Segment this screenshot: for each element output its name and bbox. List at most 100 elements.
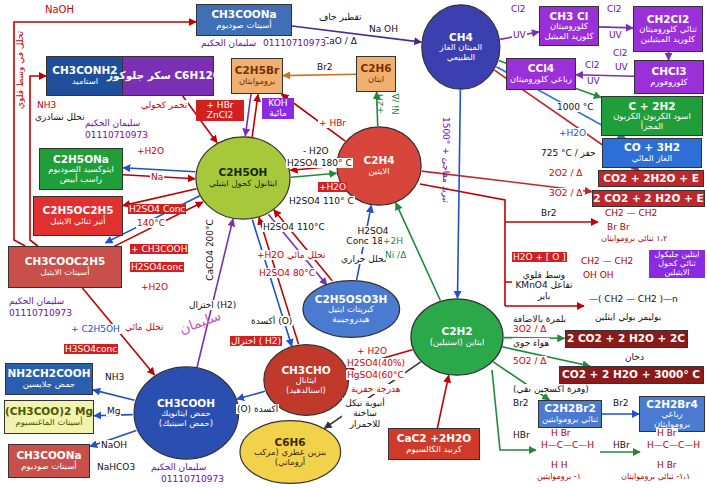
- condition-label: NH3: [36, 100, 57, 110]
- compound-circle: CH4الميثان الغاز الطبيعي: [421, 4, 501, 90]
- compound-box: 2 CO2 + 2 H2O + 2C: [565, 330, 688, 348]
- formula: C2H5OSO3H: [315, 294, 388, 306]
- compound-box: CHCl3كلوروفورم: [634, 60, 704, 94]
- condition-label: هواء جوي: [512, 338, 550, 348]
- text-group: C2H5OHايثانول كحول ايثيلي: [209, 167, 277, 188]
- reaction-arrow: [245, 94, 251, 136]
- circle-shape: [240, 421, 341, 484]
- condition-label: Br2: [512, 398, 530, 408]
- condition-label: تحلل نشادري: [34, 112, 86, 122]
- compound-name: كلوروميثان كلوريد الميثيل: [543, 22, 595, 41]
- condition-label: دخان: [624, 352, 645, 362]
- condition-label: 1500° + تبريد مفاجئ: [441, 116, 451, 204]
- formula: CH3COOC2H5: [25, 256, 105, 268]
- compound-name: حمض ايثانويك (حمض اسيتيك): [148, 409, 224, 428]
- text-group: C2H5Brبروموايثان: [235, 65, 279, 86]
- condition-label: ايثلين جليكول ثنائي كحول الايثيلين: [649, 250, 705, 278]
- condition-label: Br2: [316, 62, 334, 72]
- condition-label: +H2O: [318, 182, 347, 192]
- formula: CH4: [449, 32, 473, 44]
- compound-name: ثنائي كلوروميثان كلوريد الميثيلين: [637, 25, 699, 44]
- text-group: CO2 + 2 H2O + 3000° C: [563, 369, 699, 381]
- text-group: CH3COOHحمض ايثانويك (حمض اسيتيك): [148, 398, 224, 429]
- condition-label: Na OH: [368, 24, 399, 34]
- condition-label: Mg: [106, 406, 121, 416]
- condition-label: H Br: [656, 460, 678, 470]
- reaction-arrow: [668, 52, 670, 60]
- compound-circle: C2H5OSO3Hكبريتات ايثيل هيدروجينية: [302, 280, 401, 338]
- formula: CH3 Cl: [550, 11, 589, 23]
- condition-label: NaHCO3: [96, 462, 136, 472]
- condition-label: CH2 — CH2: [604, 208, 658, 218]
- condition-label: —( CH2 — CH2 )—n: [588, 294, 679, 304]
- condition-label: + C2H5OH: [70, 324, 121, 334]
- reaction-arrow: [252, 220, 291, 347]
- trunk-line: [420, 184, 505, 306]
- condition-label: + H2O: [356, 346, 388, 356]
- condition-label: H3SO4conc: [64, 344, 118, 354]
- compound-name: كلوروفورم: [650, 78, 687, 88]
- condition-label: Cl2: [584, 60, 601, 70]
- reaction-arrow: [291, 173, 337, 177]
- text-group: C2H2Br2ثنائي بروموايثين: [542, 403, 598, 424]
- condition-label: 01110710973: [8, 308, 73, 318]
- compound-name: كبريتات ايثيل هيدروجينية: [317, 305, 385, 324]
- compound-box: CH3 Clكلوروميثان كلوريد الميثيل: [539, 6, 599, 46]
- compound-name: أسيتات صوديوم: [216, 21, 271, 31]
- compound-name: أسيتات صوديوم: [21, 462, 76, 472]
- condition-label: Ni /Δ: [384, 250, 407, 260]
- text-group: CH3CHOايثانال (استالدهيد): [275, 365, 336, 396]
- compound-name: ثنائي بروموايثين: [542, 415, 598, 425]
- compound-name: الميثان الغاز الطبيعي: [433, 43, 489, 62]
- condition-label: H—C—C—H: [540, 440, 595, 450]
- condition-label: +H2O: [558, 128, 587, 138]
- condition-label: H2SO4conc: [130, 262, 184, 272]
- reaction-arrow: [602, 413, 639, 415]
- condition-label: +H2O: [140, 282, 169, 292]
- formula: CHCl3: [651, 66, 686, 78]
- condition-label: Cl2: [606, 4, 623, 14]
- condition-label: +H2O تحلل مائي: [256, 250, 327, 260]
- condition-label: HgSO4(60°C: [346, 370, 405, 380]
- compound-name: اسود الكربون الكربون المجزأ: [605, 112, 699, 131]
- formula: (CH3COO)2 Mg: [5, 406, 93, 418]
- compound-box: C2H6ايثان: [356, 56, 396, 92]
- compound-name: أسيتات الماغنسيوم: [15, 418, 82, 428]
- compound-circle: CH3COOHحمض ايثانويك (حمض اسيتيك): [133, 366, 240, 460]
- condition-label: - H2O: [302, 146, 330, 156]
- formula: C2H2Br2: [544, 403, 596, 415]
- condition-label: أنبوبة نيكل ساخنة للاحمرار: [342, 398, 388, 429]
- condition-label: 01110710973: [262, 38, 327, 48]
- reaction-arrow: [283, 74, 356, 75]
- text-group: CaC2 +2H2Oكربيد الكالسيوم: [397, 433, 472, 454]
- condition-label: + HBr ZnCl2: [196, 100, 244, 121]
- formula: NH2CH2COOH: [7, 368, 90, 380]
- condition-label: HBr: [512, 430, 531, 440]
- compound-name: حمض جلايسين: [23, 380, 76, 390]
- condition-label: CaO / Δ: [322, 36, 358, 46]
- formula: C2H5OH: [219, 167, 268, 179]
- text-group: CH3COONaأسيتات صوديوم: [16, 450, 81, 471]
- compound-name: ايثانال (استالدهيد): [275, 376, 336, 395]
- compound-name: ايثان: [368, 75, 384, 85]
- compound-box: CaC2 +2H2Oكربيد الكالسيوم: [388, 428, 480, 460]
- formula: C2H2Br4: [646, 399, 698, 411]
- text-group: C2H5OC2H5أثير ثنائي الايثيل: [42, 205, 113, 226]
- text-group: 2 CO2 + 2 H2O + 2C: [570, 333, 682, 345]
- formula: CCl4: [528, 63, 554, 75]
- compound-box: C2H2Br4رباعي بروموايثان: [639, 396, 705, 432]
- text-group: CCl4رباعي كلوروميثان: [510, 63, 572, 84]
- condition-label: بلمرة بالاضافة: [512, 314, 567, 324]
- compound-name: ايثوكسيد الصوديوم راسب أبيض: [43, 165, 119, 184]
- condition-label: CaCO4 200°C: [205, 218, 215, 282]
- condition-label: Br2: [540, 208, 558, 218]
- condition-label: NaOH: [100, 440, 128, 450]
- condition-label: UV: [608, 30, 623, 40]
- condition-label: H H: [550, 460, 568, 470]
- compound-name: رباعي بروموايثان: [643, 410, 701, 429]
- condition-label: وسط قلوي KMnO4 تفاعل باير: [512, 270, 576, 301]
- compound-name: كربيد الكالسيوم: [406, 445, 461, 455]
- hbr-arrow: [600, 451, 640, 453]
- condition-label: (O) أكسدة: [236, 404, 279, 414]
- formula: 2 CO2 + 2 H2O + E: [593, 193, 703, 205]
